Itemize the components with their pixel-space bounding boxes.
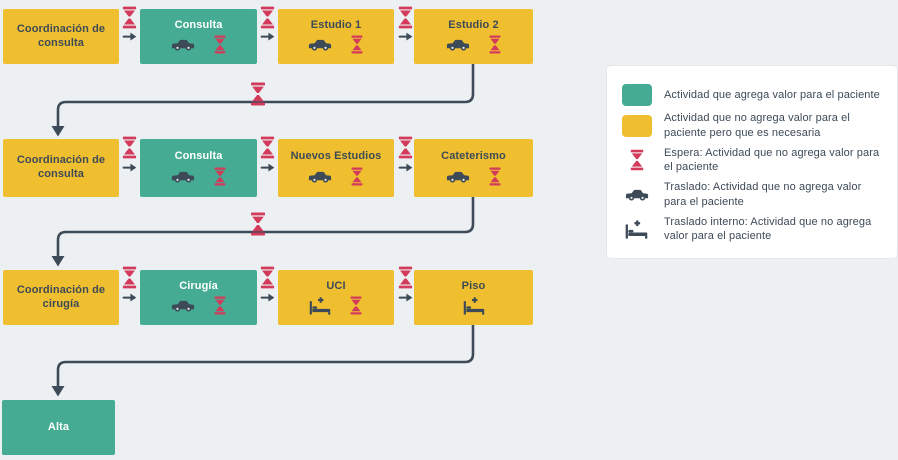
- connector-row3-alta: [56, 323, 475, 389]
- legend-item-text: Traslado: Actividad que no agrega valor …: [664, 181, 862, 208]
- legend-item-text: Espera: Actividad que no agrega valor pa…: [664, 146, 880, 174]
- step-nuevos-estudios: Nuevos Estudios: [278, 139, 394, 197]
- step-label: Coordinación de consulta: [16, 22, 106, 49]
- arrow-right-icon: [122, 162, 137, 173]
- legend-item-text: Traslado interno: Actividad que no agreg…: [664, 215, 872, 243]
- arrow-right-icon: [122, 292, 137, 303]
- car-icon: [308, 38, 332, 51]
- step-label: UCI: [326, 279, 346, 292]
- arrow-right-icon: [260, 162, 275, 173]
- arrowhead-down: [51, 256, 65, 267]
- car-icon: [171, 170, 195, 183]
- car-icon: [171, 38, 195, 51]
- bed-icon: [309, 297, 331, 315]
- step-label: Coordinación de cirugía: [16, 283, 106, 310]
- hourglass-icon: [259, 266, 276, 289]
- hourglass-icon: [259, 136, 276, 159]
- step-label: Coordinación de consulta: [16, 154, 106, 180]
- arrow-right-icon: [398, 162, 413, 173]
- bed-icon: [463, 297, 485, 315]
- step-consulta-2: Consulta: [140, 139, 257, 197]
- hourglass-icon: [397, 6, 414, 29]
- hourglass-icon: [213, 167, 227, 186]
- legend-item-value-activity: Actividad que agrega valor para el pacie…: [620, 84, 885, 106]
- hourglass-icon: [350, 35, 364, 54]
- step-estudio-1: Estudio 1: [278, 9, 394, 64]
- step-alta: Alta: [2, 400, 115, 455]
- step-cirugia: Cirugía: [140, 270, 257, 325]
- hourglass-icon: [121, 266, 138, 289]
- hourglass-icon: [121, 136, 138, 159]
- legend-item-espera: Espera: Actividad que no agrega valor pa…: [620, 146, 885, 175]
- step-estudio-2: Estudio 2: [414, 9, 533, 64]
- step-label: Cirugía: [179, 279, 218, 292]
- step-coordinacion-consulta-2: Coordinación de consulta: [3, 139, 119, 197]
- car-icon: [446, 170, 470, 183]
- hourglass-icon: [249, 212, 267, 236]
- step-label: Consulta: [174, 150, 223, 163]
- step-label: Alta: [47, 420, 70, 433]
- arrowhead-down: [51, 386, 65, 397]
- step-coordinacion-consulta-1: Coordinación de consulta: [3, 9, 119, 64]
- hourglass-icon: [397, 136, 414, 159]
- step-label: Piso: [461, 279, 486, 292]
- legend-item-text: Actividad que no agrega valor para el pa…: [664, 112, 850, 139]
- step-label: Estudio 2: [448, 18, 499, 31]
- hourglass-icon: [397, 266, 414, 289]
- legend-item-text: Actividad que agrega valor para el pacie…: [664, 88, 880, 101]
- hourglass-icon: [488, 35, 502, 54]
- legend-item-traslado-interno: Traslado interno: Actividad que no agreg…: [620, 215, 885, 244]
- arrow-right-icon: [260, 31, 275, 42]
- step-label: Nuevos Estudios: [290, 150, 382, 163]
- car-icon: [446, 38, 470, 51]
- step-consulta-1: Consulta: [140, 9, 257, 64]
- arrow-right-icon: [398, 31, 413, 42]
- arrow-right-icon: [398, 292, 413, 303]
- hourglass-icon: [488, 167, 502, 186]
- arrowhead-down: [51, 126, 65, 137]
- hourglass-icon: [213, 296, 227, 315]
- value-activity-swatch: [621, 84, 652, 106]
- legend-card: Actividad que agrega valor para el pacie…: [607, 66, 897, 258]
- arrow-right-icon: [260, 292, 275, 303]
- step-uci: UCI: [278, 270, 394, 325]
- step-label: Consulta: [174, 18, 223, 31]
- hourglass-icon: [629, 149, 645, 171]
- arrow-right-icon: [122, 31, 137, 42]
- step-label: Estudio 1: [310, 18, 362, 31]
- hourglass-icon: [249, 82, 267, 106]
- legend-item-traslado: Traslado: Actividad que no agrega valor …: [620, 180, 885, 209]
- car-icon: [625, 188, 649, 201]
- car-icon: [171, 299, 195, 312]
- bed-icon: [625, 220, 648, 239]
- hourglass-icon: [259, 6, 276, 29]
- hourglass-icon: [213, 35, 227, 54]
- non-value-activity-swatch: [621, 114, 652, 137]
- hourglass-icon: [349, 296, 363, 315]
- hourglass-icon: [350, 167, 364, 186]
- legend-item-non-value-activity: Actividad que no agrega valor para el pa…: [620, 111, 885, 140]
- step-cateterismo: Cateterismo: [414, 139, 533, 197]
- hourglass-icon: [121, 6, 138, 29]
- step-coordinacion-cirugia: Coordinación de cirugía: [3, 270, 119, 325]
- step-piso: Piso: [414, 270, 533, 325]
- step-label: Cateterismo: [441, 150, 506, 163]
- car-icon: [308, 170, 332, 183]
